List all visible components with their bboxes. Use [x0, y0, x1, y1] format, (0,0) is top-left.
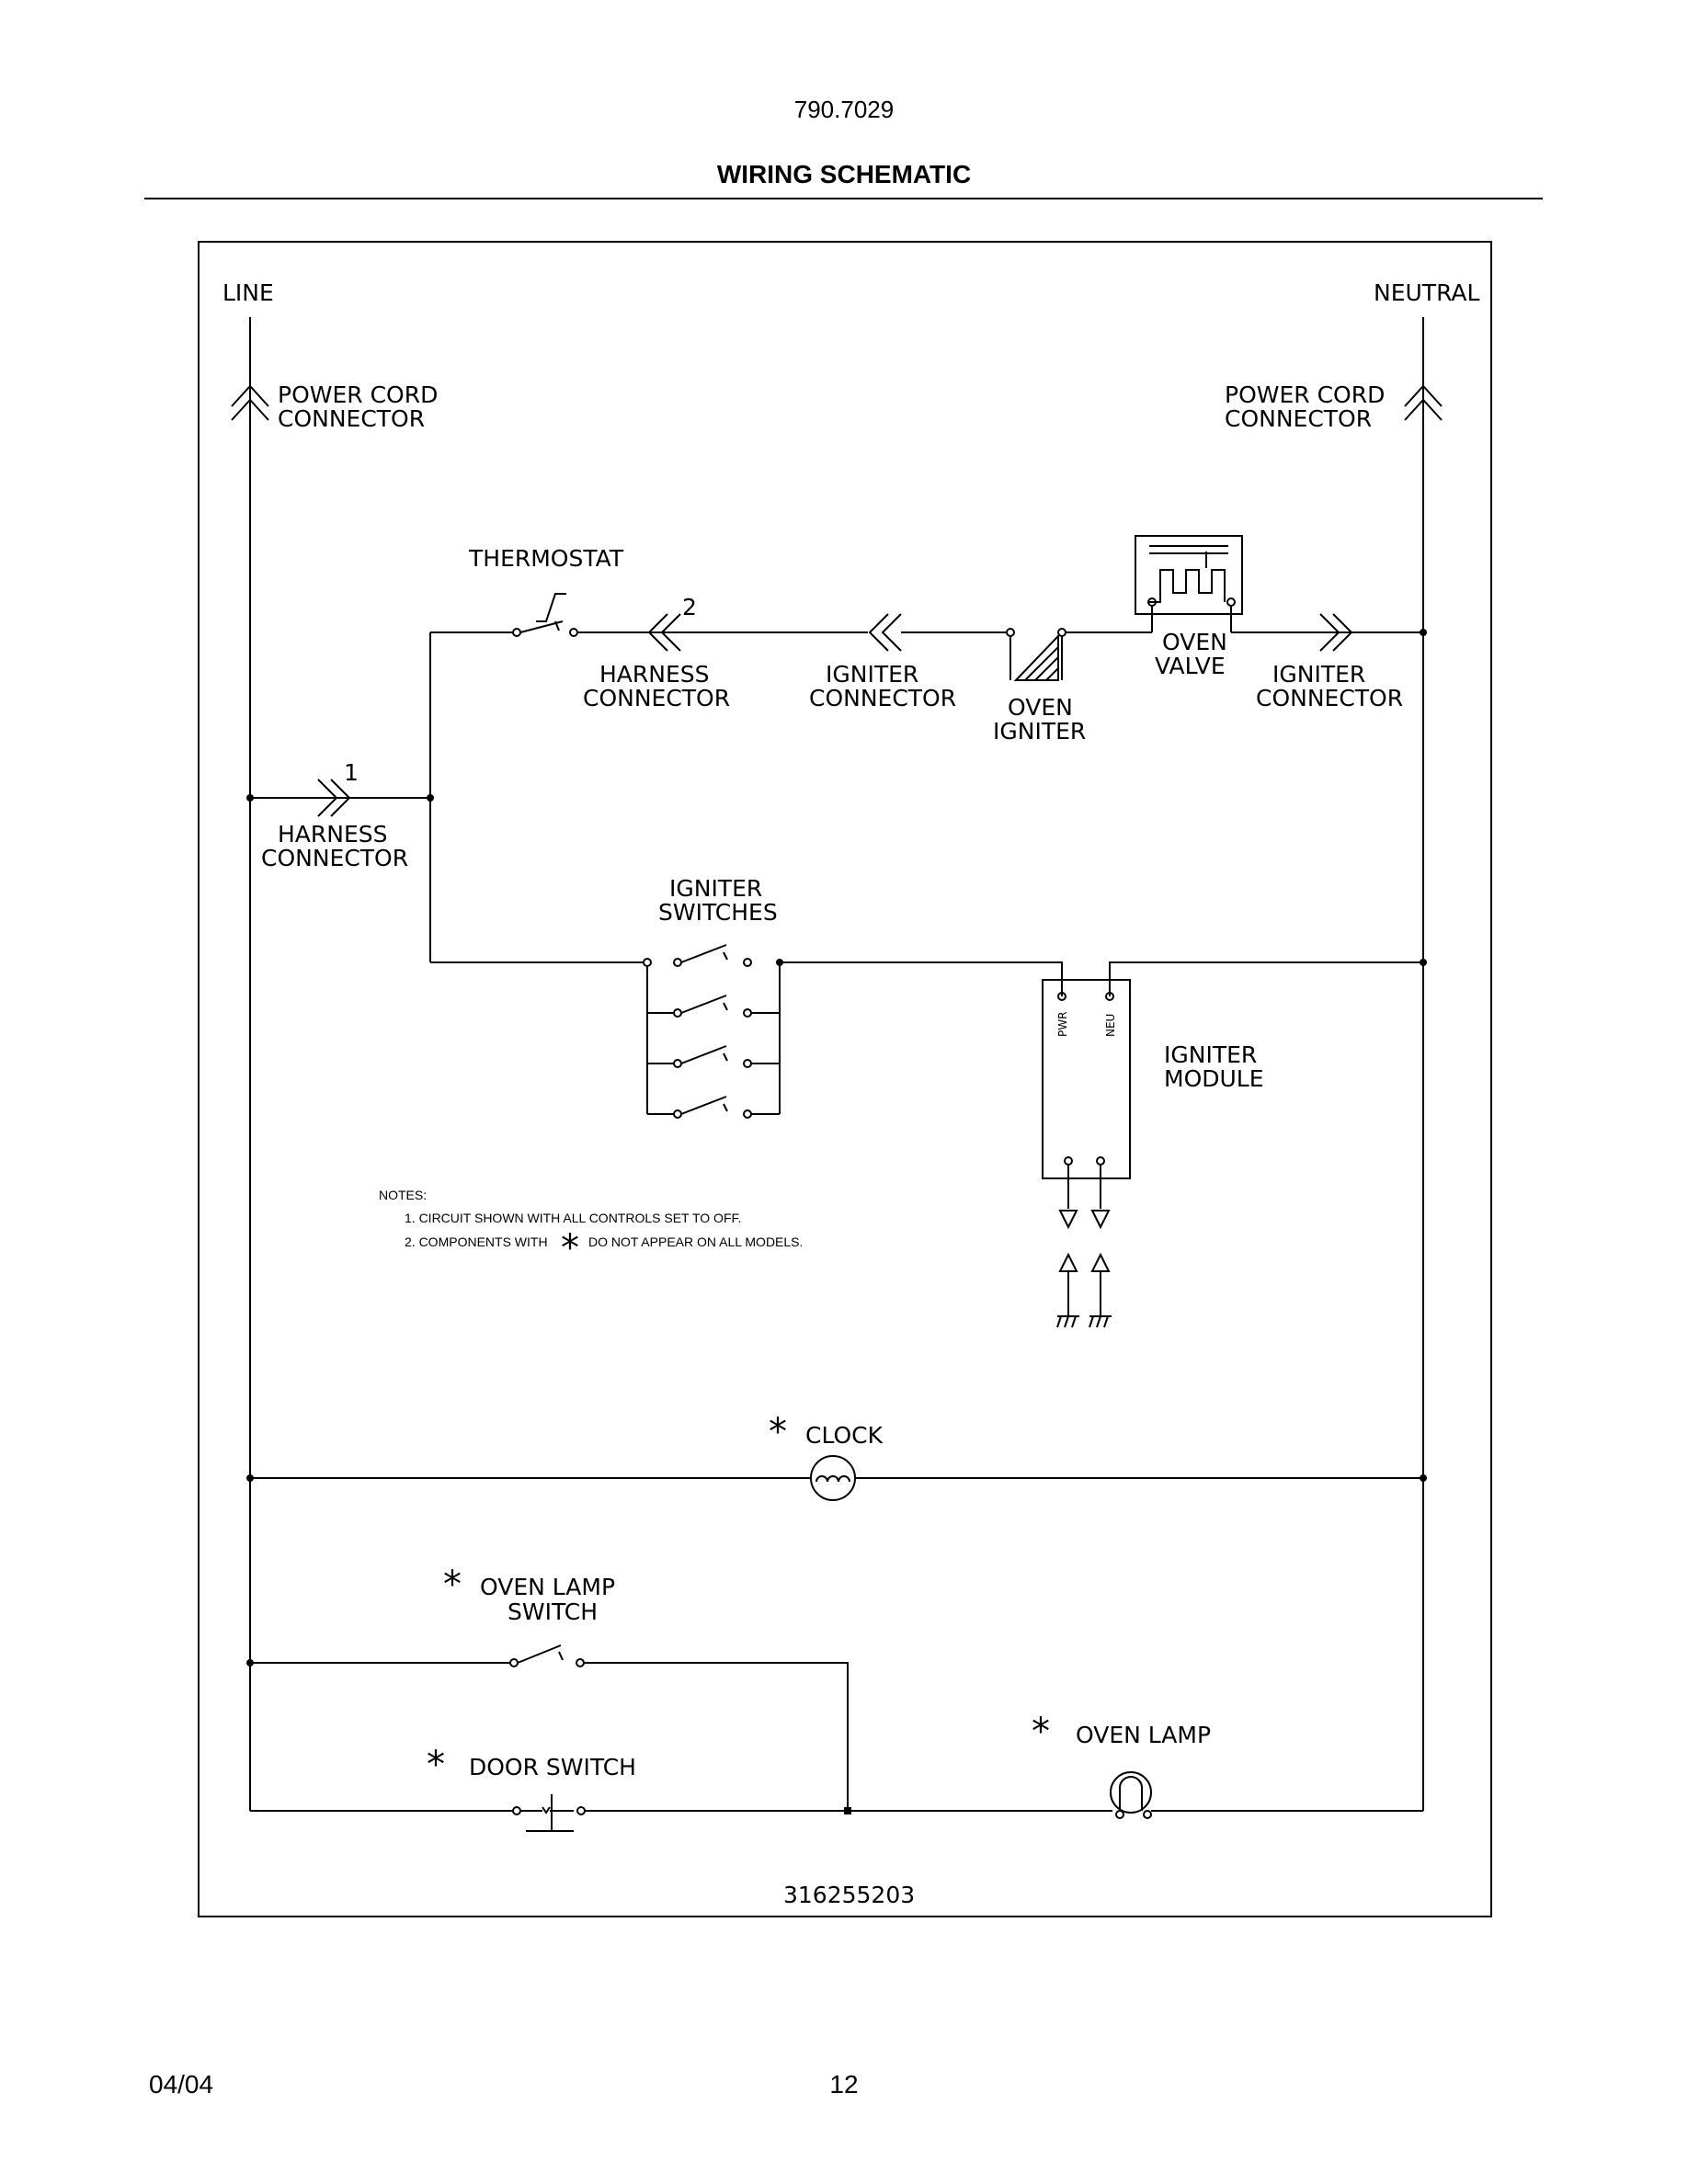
power-cord-connector-left-label: POWER CORD: [278, 381, 438, 408]
harness-connector-1-label: CONNECTOR: [261, 845, 408, 871]
power-cord-connector-left-label: CONNECTOR: [278, 405, 425, 432]
thermostat-symbol: [512, 593, 578, 637]
junction-dots: [246, 629, 1427, 1814]
igniter-connector-left-label: IGNITER: [826, 661, 918, 688]
module-pwr-wire: [780, 961, 1063, 996]
notes-heading: NOTES:: [379, 1188, 427, 1202]
notes-item: 2. COMPONENTS WITH: [405, 1234, 548, 1249]
thermostat-label: THERMOSTAT: [468, 545, 624, 572]
oven-igniter-symbol: [1006, 628, 1066, 681]
oven-valve-label: OVEN: [1162, 629, 1227, 655]
lamp-switch-wire: [584, 1662, 849, 1813]
diagram-frame: [198, 241, 1492, 1917]
harness-connector-1-symbol: [317, 779, 351, 817]
oven-valve-label: VALVE: [1155, 653, 1226, 679]
oven-lamp-asterisk: *: [1032, 1711, 1050, 1753]
oven-lamp-switch-asterisk: *: [443, 1564, 462, 1606]
title-rule: [144, 198, 1543, 199]
neutral-label: NEUTRAL: [1374, 279, 1480, 306]
door-switch-label: DOOR SWITCH: [469, 1754, 636, 1780]
harness-connector-2-number: 2: [682, 594, 697, 620]
igniter-switches-symbol: [646, 944, 781, 1119]
oven-lamp-switch-label: SWITCH: [508, 1598, 598, 1625]
clock-asterisk: *: [769, 1411, 787, 1453]
module-neu-wire: [1109, 961, 1423, 996]
igniter-module-symbol: [1042, 979, 1131, 1328]
igniter-connector-left-symbol: [868, 613, 902, 652]
harness-connector-1-label: HARNESS: [278, 821, 388, 847]
harness-connector-2-label: CONNECTOR: [583, 685, 730, 711]
footer-date: 04/04: [149, 2070, 214, 2099]
power-cord-connector-right-symbol: [1404, 384, 1443, 421]
igniter-switches-label: IGNITER: [669, 875, 762, 902]
line-label: LINE: [222, 279, 274, 306]
clock-motor-symbol: [810, 1455, 856, 1501]
oven-valve-symbol: [1135, 535, 1243, 632]
oven-lamp-label: OVEN LAMP: [1076, 1722, 1211, 1748]
notes-item: 1. CIRCUIT SHOWN WITH ALL CONTROLS SET T…: [405, 1211, 741, 1225]
part-number: 316255203: [783, 1882, 915, 1908]
harness-connector-2-label: HARNESS: [599, 661, 710, 688]
power-cord-connector-left-symbol: [231, 384, 269, 421]
igniter-connector-right-label: IGNITER: [1272, 661, 1365, 688]
notes-item: DO NOT APPEAR ON ALL MODELS.: [588, 1234, 803, 1249]
power-cord-connector-right-label: POWER CORD: [1225, 381, 1385, 408]
igniter-connector-right-label: CONNECTOR: [1256, 685, 1403, 711]
harness-connector-1-number: 1: [344, 759, 359, 786]
igniter-switches-label: SWITCHES: [658, 899, 778, 926]
oven-lamp-switch-label: OVEN LAMP: [480, 1574, 615, 1600]
page-title: WIRING SCHEMATIC: [716, 160, 972, 188]
module-pwr-label: PWR: [1056, 1012, 1069, 1037]
igniter-connector-left-label: CONNECTOR: [809, 685, 956, 711]
clock-label: CLOCK: [805, 1422, 884, 1449]
oven-igniter-label: OVEN: [1008, 694, 1073, 721]
page-number: 12: [829, 2070, 859, 2099]
oven-igniter-label: IGNITER: [993, 718, 1086, 745]
notes-asterisk: *: [561, 1227, 579, 1269]
oven-lamp-switch-symbol: [509, 1644, 585, 1667]
document-number: 790.7029: [793, 96, 895, 123]
oven-lamp-symbol: [1110, 1771, 1152, 1819]
door-switch-asterisk: *: [427, 1744, 445, 1786]
power-cord-connector-right-label: CONNECTOR: [1225, 405, 1372, 432]
module-neu-label: NEU: [1104, 1014, 1117, 1037]
igniter-module-label: MODULE: [1164, 1065, 1264, 1092]
igniter-module-label: IGNITER: [1164, 1041, 1257, 1068]
igniter-connector-right-symbol: [1319, 613, 1353, 652]
harness-connector-2-symbol: [647, 613, 681, 652]
door-switch-symbol: [512, 1794, 586, 1832]
